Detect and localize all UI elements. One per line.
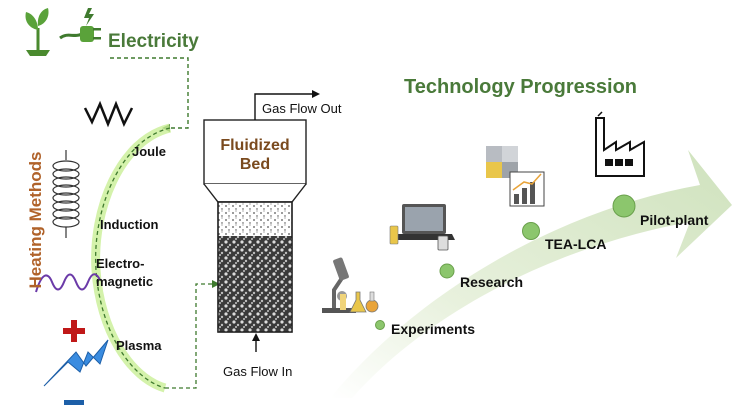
induction-coil-icon: [52, 150, 80, 238]
plug-icon: [59, 8, 101, 42]
dot-research: [439, 263, 455, 279]
reactor-label-line2: Bed: [239, 156, 271, 173]
reactor-label-line1: Fluidized: [220, 137, 290, 154]
factory-icon: [595, 111, 645, 177]
stage-pilot-plant: Pilot-plant: [640, 212, 709, 228]
electricity-label: Electricity: [108, 31, 199, 52]
page-title: Technology Progression: [404, 76, 637, 98]
method-electro: Electro-: [96, 256, 145, 271]
dot-pilot-plant: [612, 194, 636, 218]
fluidized-bed-reactor: [203, 119, 307, 333]
electricity-dashed-line: [110, 57, 189, 129]
stage-experiments: Experiments: [391, 321, 476, 337]
puzzle-chart-icon: [486, 146, 545, 207]
dot-tea-lca: [522, 222, 540, 240]
microscope-flask-icon: [322, 257, 379, 313]
laptop-icon: [389, 204, 455, 251]
gas-out-arrowhead: [312, 90, 320, 98]
reactor-feed-line: [165, 283, 212, 389]
plus-icon: [63, 320, 85, 342]
heating-methods-label: Heating Methods: [26, 151, 45, 289]
gas-out-arrow: [254, 93, 312, 120]
plant-icon: [25, 8, 50, 56]
stage-research: Research: [460, 274, 524, 290]
plasma-lightning-icon: [43, 339, 109, 387]
reactor-feed-arrowhead: [212, 280, 220, 288]
method-joule: Joule: [132, 144, 166, 159]
gas-in-arrowhead: [252, 333, 260, 341]
stage-tea-lca: TEA-LCA: [545, 236, 607, 252]
electromagnetic-wave-icon: [35, 273, 101, 293]
gas-flow-out-label: Gas Flow Out: [262, 101, 342, 116]
method-magnetic: magnetic: [96, 274, 154, 289]
dot-experiments: [375, 320, 385, 330]
method-plasma: Plasma: [116, 338, 162, 353]
minus-icon: [64, 400, 84, 405]
heating-arc: [94, 127, 171, 389]
gas-flow-in-label: Gas Flow In: [223, 364, 293, 379]
joule-heating-icon: [83, 100, 134, 128]
method-induction: Induction: [100, 217, 159, 232]
